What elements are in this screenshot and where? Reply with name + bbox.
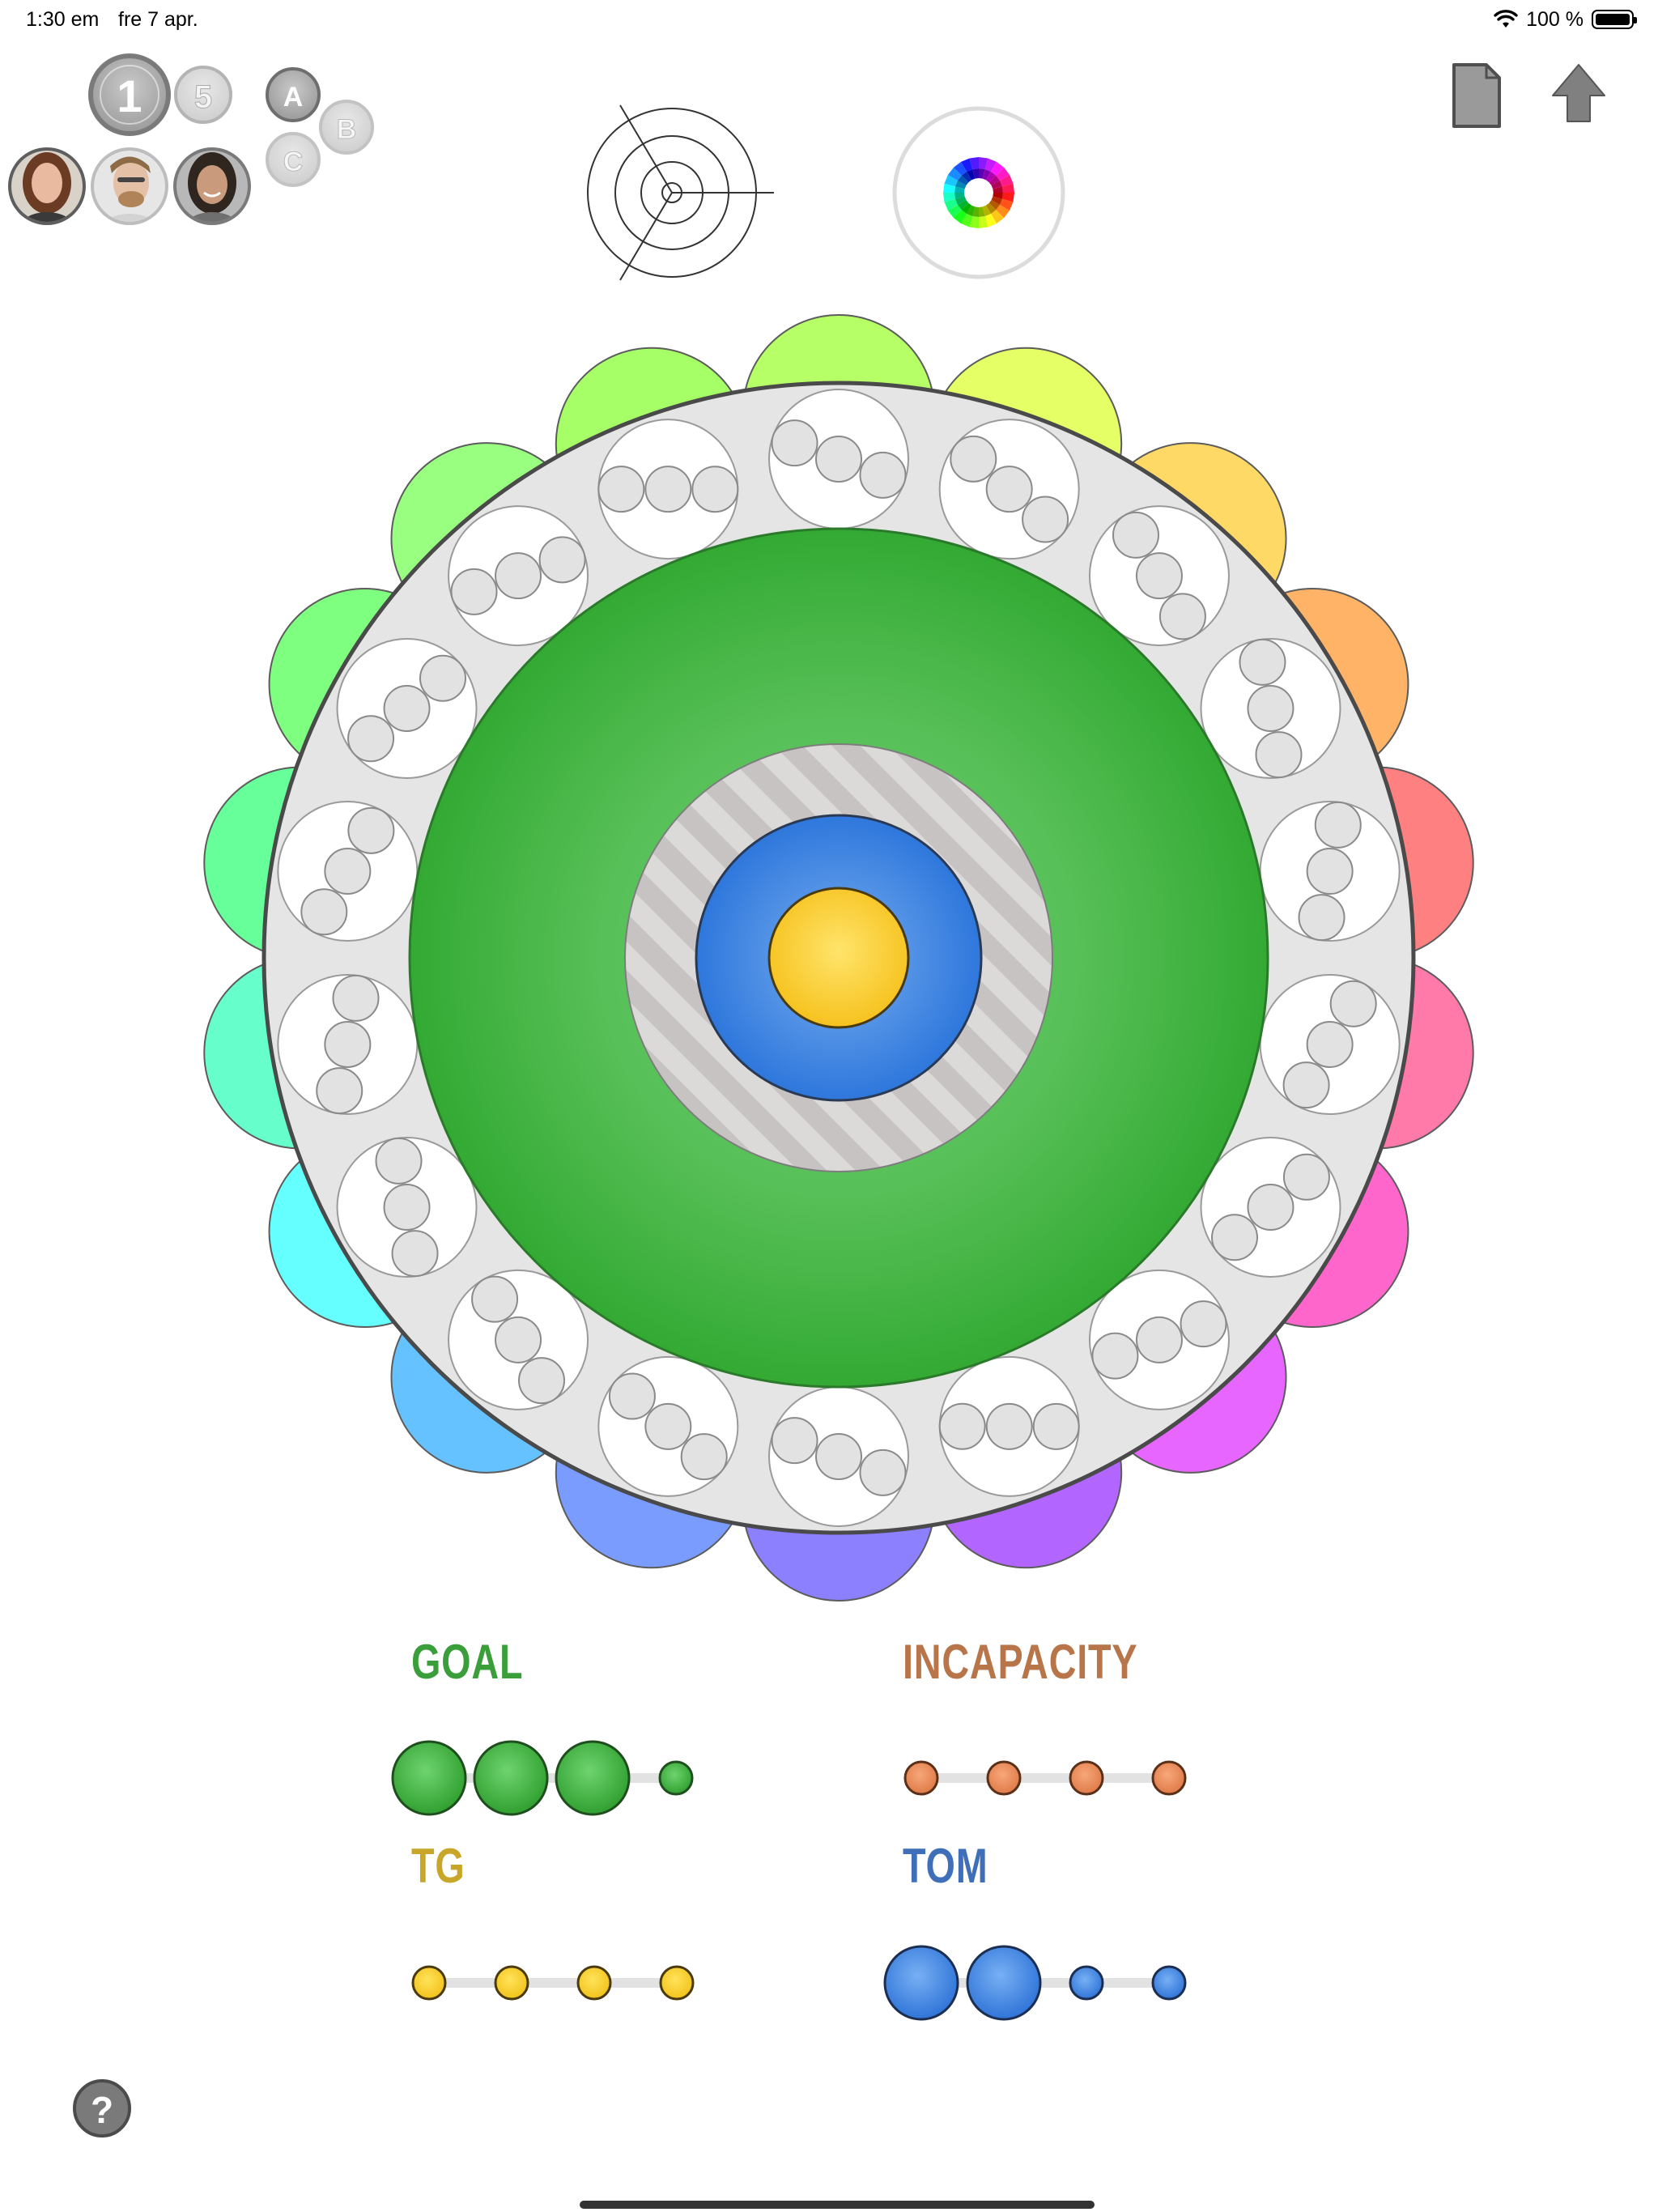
group-button-c[interactable]: C (266, 132, 321, 187)
help-button-label: ? (91, 2089, 113, 2131)
battery-icon (1592, 10, 1637, 29)
tg-label: TG (411, 1838, 466, 1894)
tom-slider[interactable] (883, 1945, 1187, 2021)
sector-slot-7[interactable] (1200, 1137, 1341, 1278)
level-button-1[interactable]: 1 (88, 53, 171, 136)
sector-slot-15[interactable] (277, 801, 419, 942)
color-wheel-icon (943, 157, 1014, 228)
status-date: fre 7 apr. (118, 8, 198, 31)
goal-label-text: GOAL (411, 1635, 524, 1689)
incapacity-label-text: INCAPACITY (903, 1635, 1138, 1689)
sector-slot-16[interactable] (336, 638, 478, 779)
man-avatar[interactable] (91, 147, 168, 235)
sector-slot-5[interactable] (1259, 801, 1401, 942)
radar-target-icon[interactable] (578, 104, 780, 285)
sector-slot-17[interactable] (448, 505, 589, 647)
home-indicator (580, 2201, 1095, 2209)
share-arrow-icon[interactable] (1548, 60, 1609, 128)
level-button-5[interactable]: 5 (174, 66, 232, 124)
group-button-b[interactable]: B (319, 100, 374, 155)
sector-slot-1[interactable] (768, 389, 909, 530)
goal-label: GOAL (411, 1634, 523, 1690)
incapacity-label: INCAPACITY (903, 1634, 1137, 1690)
sector-slot-3[interactable] (1088, 505, 1230, 647)
level-button-1-label: 1 (117, 70, 142, 121)
status-right: 100 % (1494, 6, 1637, 32)
sector-slot-18[interactable] (597, 419, 739, 560)
woman-avatar[interactable] (8, 147, 86, 235)
tg-slider[interactable] (411, 1965, 695, 2001)
tom-label: TOM (903, 1838, 988, 1894)
document-icon[interactable] (1446, 60, 1504, 133)
sector-slots (277, 389, 1401, 1527)
top-left-controls: 1 5 A B C (8, 53, 374, 235)
status-time: 1:30 em (26, 8, 100, 31)
battery-percentage: 100 % (1526, 7, 1584, 31)
sector-slot-8[interactable] (1088, 1269, 1230, 1410)
smiling-woman-avatar[interactable] (173, 147, 251, 235)
sector-slot-4[interactable] (1200, 638, 1341, 779)
group-button-a[interactable]: A (266, 67, 321, 122)
level-button-5-label: 5 (194, 79, 212, 115)
sector-slot-10[interactable] (768, 1386, 909, 1527)
sector-slot-12[interactable] (448, 1269, 589, 1410)
wifi-icon (1494, 10, 1518, 28)
help-button[interactable]: ? (71, 2078, 133, 2139)
goal-slider[interactable] (391, 1740, 694, 1816)
sector-slot-9[interactable] (938, 1355, 1080, 1497)
sector-slot-13[interactable] (336, 1137, 478, 1278)
group-button-b-label: B (337, 114, 357, 145)
sector-slot-11[interactable] (597, 1355, 739, 1497)
status-bar: 1:30 em fre 7 apr. 100 % (0, 0, 1658, 39)
sector-slot-2[interactable] (938, 419, 1080, 560)
emotion-wheel (203, 314, 1474, 1602)
tom-label-text: TOM (903, 1839, 988, 1893)
tg-label-text: TG (411, 1839, 466, 1893)
color-wheel-button[interactable] (887, 105, 1070, 288)
sector-slot-6[interactable] (1259, 973, 1401, 1115)
group-button-c-label: C (283, 147, 304, 177)
tg-layer[interactable] (767, 887, 910, 1029)
group-button-a-label: A (283, 82, 304, 113)
sector-slot-14[interactable] (277, 973, 419, 1115)
legend-sliders (391, 1740, 1187, 2021)
incapacity-slider[interactable] (903, 1760, 1187, 1796)
